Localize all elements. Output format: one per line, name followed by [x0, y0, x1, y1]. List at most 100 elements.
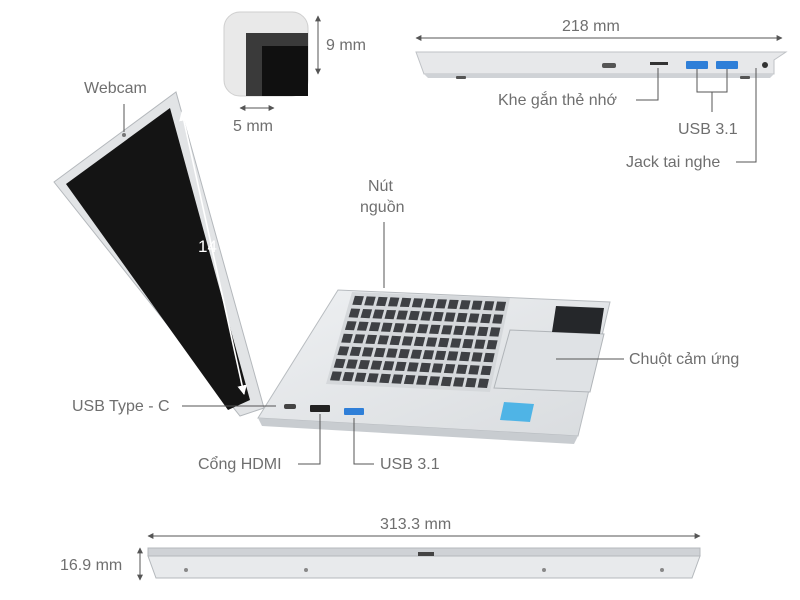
laptop-main — [53, 91, 611, 444]
keyboard-key — [477, 326, 489, 337]
keyboard-key — [381, 322, 393, 332]
keyboard-key — [453, 325, 465, 335]
depth-label: 218 mm — [562, 18, 620, 35]
keyboard-key — [379, 373, 391, 384]
bezel-zoom-inset — [223, 11, 309, 97]
keyboard-key — [443, 364, 456, 374]
keyboard-key — [440, 376, 453, 387]
usb-right-label: USB 3.1 — [678, 121, 738, 138]
bezel-side-label: 5 mm — [233, 118, 273, 135]
keyboard-key — [364, 296, 376, 306]
brand-sticker — [500, 402, 534, 422]
keyboard-key — [346, 359, 358, 369]
keyboard-key — [365, 334, 377, 344]
keyboard-key — [462, 339, 474, 349]
keyboard-key — [483, 301, 495, 311]
keyboard-key — [393, 323, 405, 333]
keyboard-key — [456, 312, 468, 323]
keyboard-key — [431, 363, 444, 373]
webcam-label: Webcam — [84, 80, 147, 97]
card-slot-leader — [636, 68, 659, 101]
keyboard-key — [441, 325, 453, 335]
touchpad — [493, 329, 605, 393]
front-view — [147, 547, 701, 579]
bezel-top-label: 9 mm — [326, 37, 366, 54]
keyboard-key — [471, 352, 483, 362]
keyboard-key — [401, 336, 414, 346]
keyboard-key — [333, 358, 346, 369]
usb-left-label: USB 3.1 — [380, 456, 440, 473]
keyboard-key — [459, 351, 471, 362]
keyboard-key — [486, 340, 498, 350]
keyboard-key — [438, 337, 450, 348]
keyboard-key — [373, 347, 386, 358]
keyboard-key — [480, 313, 492, 324]
keyboard-key — [341, 333, 353, 343]
keyboard-key — [425, 337, 438, 347]
keyboard-key — [413, 336, 426, 347]
keyboard-key — [388, 297, 400, 307]
keyboard-key — [444, 312, 456, 322]
usb-type-c-label: USB Type - C — [72, 398, 170, 415]
keyboard-key — [358, 360, 370, 370]
keyboard-key — [480, 365, 492, 376]
keyboard-key — [465, 377, 477, 388]
keyboard-key — [477, 378, 489, 388]
keyboard-key — [447, 299, 459, 309]
screen-size-label: 14 ” — [198, 237, 228, 256]
keyboard-key — [410, 349, 422, 359]
keyboard-key — [405, 323, 417, 333]
headphone-leader — [736, 68, 757, 163]
usb-port-right-1 — [686, 61, 708, 69]
keyboard-key — [386, 348, 398, 358]
keyboard-key — [394, 361, 407, 371]
keyboard-key — [432, 311, 444, 322]
keyboard-key — [361, 347, 374, 357]
spec-sticker — [552, 306, 604, 334]
keyboard-key — [348, 308, 361, 318]
keyboard-key — [403, 375, 416, 385]
keyboard-key — [344, 321, 357, 331]
keyboard-key — [366, 373, 379, 383]
headphone-jack — [762, 62, 768, 68]
keyboard-key — [354, 372, 367, 382]
webcam-lens — [122, 133, 126, 137]
keyboard-key — [450, 338, 462, 348]
keyboard-key — [495, 301, 507, 311]
keyboard-key — [420, 311, 432, 321]
keyboard-key — [377, 335, 390, 345]
keyboard-key — [419, 362, 431, 373]
keyboard-key — [356, 321, 369, 331]
keyboard-key — [459, 300, 471, 310]
keyboard-key — [372, 309, 385, 319]
thickness-label: 16.9 mm — [60, 557, 123, 574]
keyboard-key — [352, 295, 364, 306]
keyboard-key — [422, 350, 435, 360]
keyboard-key — [370, 360, 383, 370]
keyboard-key — [398, 349, 410, 359]
headphone-label: Jack tai nghe — [626, 154, 721, 171]
usb-type-c-port — [284, 404, 296, 409]
keyboard-key — [435, 299, 447, 309]
keyboard-key — [391, 374, 404, 384]
keyboard-key — [468, 313, 480, 323]
hdmi-port — [310, 405, 330, 412]
keyboard-key — [411, 298, 424, 308]
keyboard-key — [489, 327, 501, 337]
keyboard-key — [407, 362, 419, 372]
keyboard-key — [384, 310, 396, 320]
keyboard-key — [471, 300, 483, 310]
keyboard-key — [456, 364, 468, 374]
keyboard-key — [423, 298, 435, 308]
usb-port-left — [344, 408, 364, 415]
keyboard-key — [453, 377, 465, 387]
keyboard-key — [337, 346, 350, 356]
keyboard-key — [465, 326, 477, 336]
keyboard-key — [429, 324, 441, 334]
keyboard-key — [342, 372, 355, 382]
keyboard-key — [360, 309, 373, 319]
keyboard-key — [353, 334, 365, 344]
keyboard-key — [368, 322, 381, 332]
keyboard-keys — [330, 295, 507, 388]
keyboard-key — [349, 346, 362, 356]
